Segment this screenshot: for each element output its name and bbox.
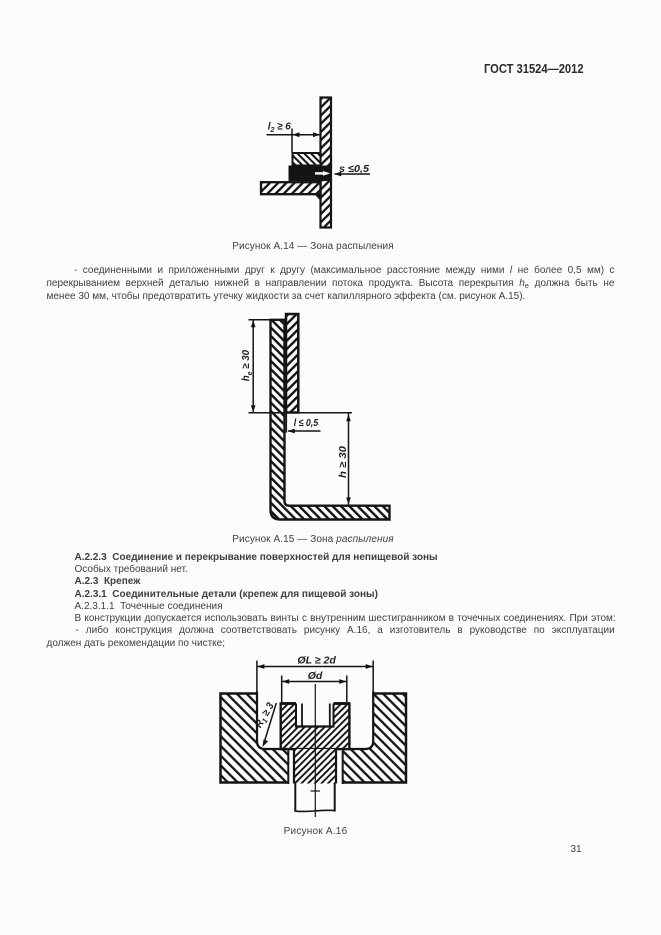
svg-text:Ød: Ød <box>308 670 323 682</box>
svg-text:s ≤0,5: s ≤0,5 <box>339 163 369 175</box>
svg-text:ØL ≥ 2d: ØL ≥ 2d <box>297 654 336 666</box>
svg-text:l ≤ 0,5: l ≤ 0,5 <box>294 417 319 429</box>
svg-text:hе ≥ 30: hе ≥ 30 <box>240 350 254 382</box>
svg-text:l2 ≥ 6: l2 ≥ 6 <box>268 120 291 134</box>
svg-text:h ≥ 30: h ≥ 30 <box>337 446 349 478</box>
